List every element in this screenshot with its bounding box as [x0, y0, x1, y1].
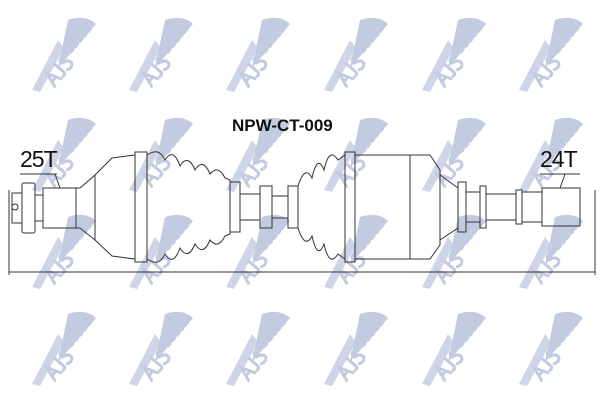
ajs-parts-watermark-logo: [408, 108, 498, 198]
ajs-parts-watermark-logo: [115, 205, 205, 295]
left-stub-shaft: [11, 173, 96, 242]
part-number-title: NPW-CT-009: [232, 116, 333, 135]
boot-clamp-right: [344, 151, 356, 263]
outer-cv-housing: [94, 154, 136, 260]
dimension-line: [8, 190, 596, 275]
ajs-parts-watermark-logo: [310, 205, 400, 295]
ajs-parts-watermark-logo: [505, 205, 595, 295]
ajs-parts-watermark-logo: [18, 205, 108, 295]
outer-boot: [146, 151, 231, 263]
boot-clamp-mid-left: [229, 181, 241, 233]
ajs-parts-watermark-logo: [505, 8, 595, 98]
ajs-parts-watermark-logo: [212, 302, 302, 392]
ajs-parts-watermark-logo: [115, 8, 205, 98]
ajs-parts-watermark-logo: [408, 302, 498, 392]
ajs-parts-watermark-logo: [212, 205, 302, 295]
ajs-parts-watermark-logo: [310, 302, 400, 392]
ajs-parts-watermark-logo: [18, 302, 108, 392]
left-spline-count: 25T: [20, 146, 58, 172]
ajs-parts-watermark-logo: [115, 108, 205, 198]
boot-clamp-left: [134, 151, 148, 263]
ajs-parts-watermark-logo: [115, 302, 205, 392]
ajs-parts-watermark-logo: [505, 302, 595, 392]
ajs-parts-watermark-logo: [212, 8, 302, 98]
ajs-parts-watermark-logo: [408, 8, 498, 98]
ajs-parts-watermark-logo: [505, 108, 595, 198]
ajs-parts-watermark-logo: [212, 108, 302, 198]
inner-cv-housing: [354, 154, 441, 260]
intermediate-shaft: [239, 185, 299, 229]
ajs-parts-watermark-logo: [310, 8, 400, 98]
ajs-parts-watermark-logo: [18, 108, 108, 198]
right-stub-shaft: [439, 173, 581, 241]
right-spline-count: 24T: [540, 146, 578, 172]
inner-boot: [297, 154, 346, 260]
ajs-parts-watermark-logo: [18, 8, 108, 98]
